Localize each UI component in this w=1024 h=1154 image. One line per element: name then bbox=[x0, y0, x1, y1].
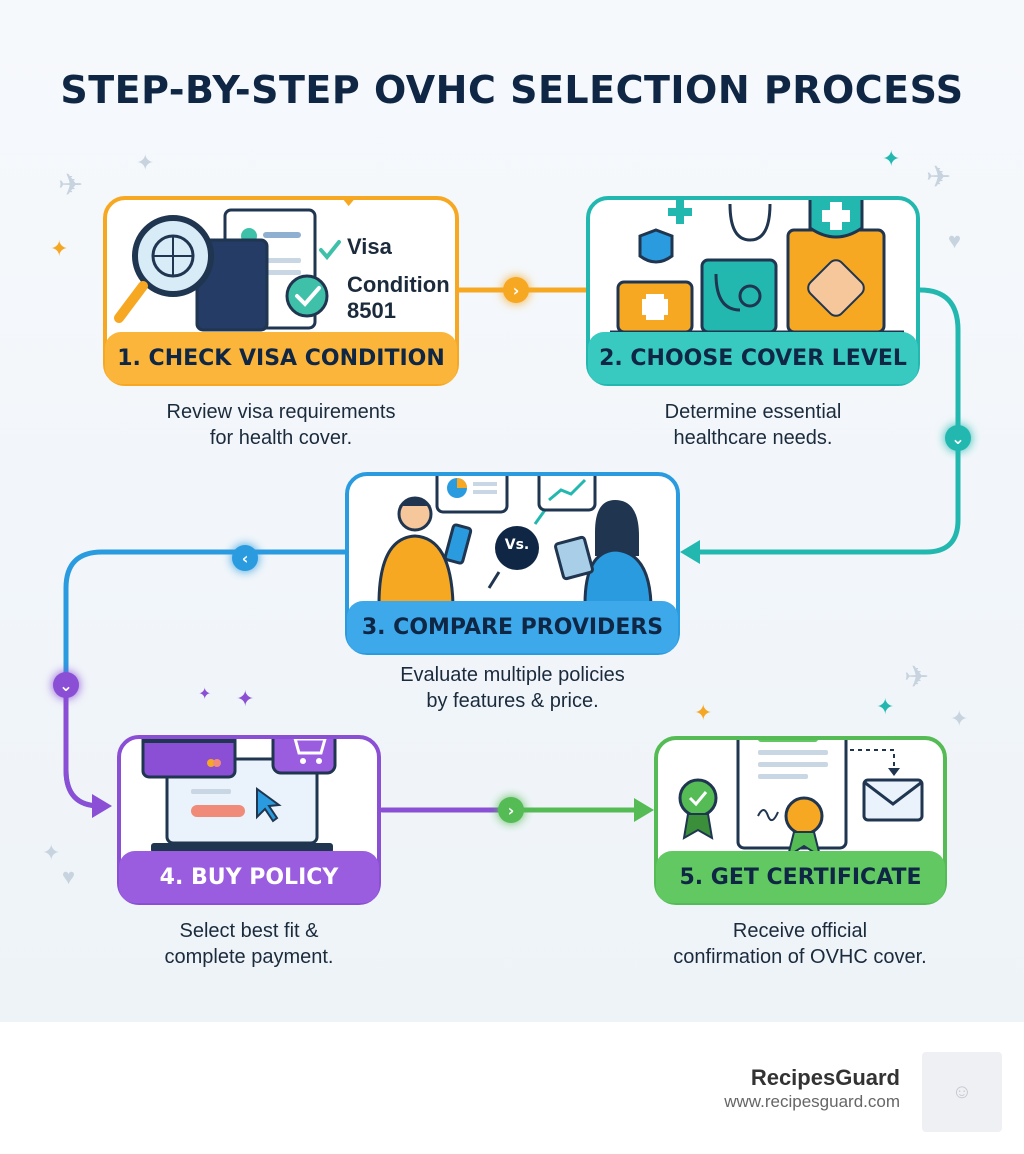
sparkle-icon: ✦ bbox=[136, 150, 155, 175]
condition-label: Condition bbox=[347, 272, 450, 297]
connector-3-4-bottom bbox=[63, 687, 103, 809]
visa-check-text: Visa bbox=[347, 234, 392, 259]
plane-icon: ✈ bbox=[926, 161, 952, 194]
step-3-description: Evaluate multiple policies by features &… bbox=[400, 664, 625, 712]
sparkle-icon: ✦ bbox=[694, 700, 713, 725]
cover-level-illustration bbox=[610, 200, 904, 334]
sparkle-icon: ✦ bbox=[882, 146, 901, 171]
step-5-description: Receive official confirmation of OVHC co… bbox=[673, 920, 927, 968]
sparkle-icon: ✦ bbox=[950, 706, 969, 731]
chevron-down-icon: ⌄ bbox=[945, 425, 971, 451]
footer bbox=[0, 1022, 1024, 1154]
step-2-label: 2. CHOOSE COVER LEVEL bbox=[588, 332, 918, 384]
svg-text:♥: ♥ bbox=[337, 200, 360, 213]
step-4-label: 4. BUY POLICY bbox=[119, 851, 379, 903]
sparkle-icon: ✦ bbox=[236, 686, 255, 711]
page-title: STEP-BY-STEP OVHC SELECTION PROCESS bbox=[60, 68, 964, 112]
step-2-description: Determine essential healthcare needs. bbox=[664, 401, 842, 449]
step-card-5: 5. GET CERTIFICATE bbox=[654, 736, 947, 905]
plane-icon: ✈ bbox=[58, 169, 84, 202]
sparkle-icon: ✦ bbox=[50, 236, 69, 261]
visa-document-illustration: ♥ bbox=[114, 200, 360, 332]
brand-url[interactable]: www.recipesguard.com bbox=[724, 1092, 900, 1111]
step-3-label: 3. COMPARE PROVIDERS bbox=[347, 601, 678, 653]
step-1-label: 1. CHECK VISA CONDITION bbox=[105, 332, 457, 384]
connector-2-3-arrowhead bbox=[680, 540, 700, 564]
step-card-4: 4. BUY POLICY bbox=[117, 735, 381, 905]
step-5-label: 5. GET CERTIFICATE bbox=[656, 851, 945, 903]
condition-number: 8501 bbox=[347, 298, 396, 323]
infographic-canvas: STEP-BY-STEP OVHC SELECTION PROCESS ✈ ✦ … bbox=[0, 0, 1024, 1022]
connector-4-5-arrowhead bbox=[634, 798, 654, 822]
sparkle-icon: ✦ bbox=[198, 686, 212, 703]
brand-logo-icon: ☺ bbox=[922, 1052, 1002, 1132]
step-card-1: ♥ Visa Condition 8501 1. CHECK VISA COND… bbox=[103, 196, 459, 386]
heart-icon: ♥ bbox=[62, 864, 76, 889]
chevron-right-icon: › bbox=[503, 277, 529, 303]
chevron-left-icon: ‹ bbox=[232, 545, 258, 571]
vs-badge: Vs. bbox=[504, 537, 530, 553]
certificate-illustration bbox=[678, 740, 924, 859]
sparkle-icon: ✦ bbox=[42, 840, 61, 865]
plane-icon: ✈ bbox=[904, 661, 930, 694]
heart-icon: ♥ bbox=[948, 228, 962, 253]
sparkle-icon: ✦ bbox=[876, 694, 895, 719]
chevron-right-icon: › bbox=[498, 797, 524, 823]
chevron-down-icon: ⌄ bbox=[53, 672, 79, 698]
step-card-3: Vs. 3. COMPARE PROVIDERS bbox=[345, 472, 680, 655]
brand-name: RecipesGuard bbox=[750, 1065, 900, 1090]
step-1-description: Review visa requirements for health cove… bbox=[166, 401, 396, 449]
visa-condition-text: Condition 8501 bbox=[347, 272, 450, 324]
flow-connectors bbox=[63, 287, 961, 822]
step-4-description: Select best fit & complete payment. bbox=[164, 920, 334, 968]
buy-policy-illustration bbox=[141, 739, 337, 853]
connector-3-4-arrowhead bbox=[92, 794, 112, 818]
step-card-2: 2. CHOOSE COVER LEVEL bbox=[586, 196, 920, 386]
